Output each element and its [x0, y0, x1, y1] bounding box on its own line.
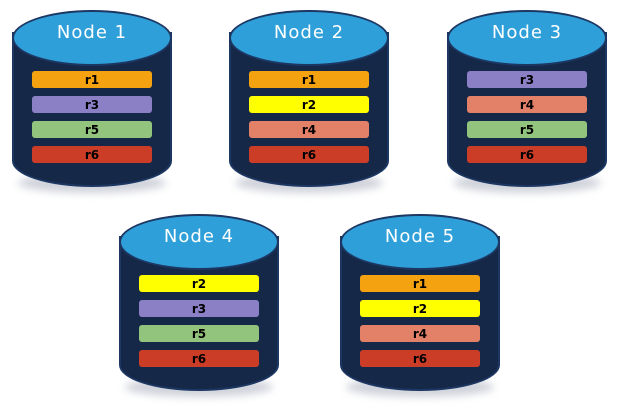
node-cylinder-5[interactable]: Node 5 r1 r2 r4 r6: [340, 214, 500, 399]
replica-bar[interactable]: r2: [249, 96, 369, 113]
replica-bar[interactable]: r3: [139, 300, 259, 317]
node-cylinder-4[interactable]: Node 4 r2 r3 r5 r6: [119, 214, 279, 399]
replica-bar[interactable]: r2: [139, 275, 259, 292]
replica-bar[interactable]: r5: [139, 325, 259, 342]
replica-bar[interactable]: r1: [249, 71, 369, 88]
replica-bar[interactable]: r2: [360, 300, 480, 317]
replica-bar[interactable]: r4: [360, 325, 480, 342]
replica-bar[interactable]: r5: [467, 121, 587, 138]
replica-bar[interactable]: r6: [360, 350, 480, 367]
cylinder-top-ellipse: [12, 10, 172, 66]
replica-bar[interactable]: r1: [360, 275, 480, 292]
replica-bar-list: r3 r4 r5 r6: [447, 71, 607, 163]
replica-bar[interactable]: r6: [139, 350, 259, 367]
replica-bar-list: r1 r2 r4 r6: [229, 71, 389, 163]
cylinder-top-ellipse: [340, 214, 500, 270]
replica-bar[interactable]: r6: [249, 146, 369, 163]
replica-bar[interactable]: r6: [32, 146, 152, 163]
replica-bar-list: r2 r3 r5 r6: [119, 275, 279, 367]
node-cylinder-2[interactable]: Node 2 r1 r2 r4 r6: [229, 10, 389, 195]
cylinder-top-ellipse: [229, 10, 389, 66]
node-cylinder-3[interactable]: Node 3 r3 r4 r5 r6: [447, 10, 607, 195]
replica-bar[interactable]: r4: [467, 96, 587, 113]
replica-bar-list: r1 r3 r5 r6: [12, 71, 172, 163]
replica-bar-list: r1 r2 r4 r6: [340, 275, 500, 367]
replica-bar[interactable]: r3: [32, 96, 152, 113]
node-cylinder-1[interactable]: Node 1 r1 r3 r5 r6: [12, 10, 172, 195]
cylinder-top-ellipse: [447, 10, 607, 66]
replica-bar[interactable]: r3: [467, 71, 587, 88]
replica-bar[interactable]: r4: [249, 121, 369, 138]
replica-bar[interactable]: r5: [32, 121, 152, 138]
replica-bar[interactable]: r1: [32, 71, 152, 88]
replica-bar[interactable]: r6: [467, 146, 587, 163]
cylinder-top-ellipse: [119, 214, 279, 270]
